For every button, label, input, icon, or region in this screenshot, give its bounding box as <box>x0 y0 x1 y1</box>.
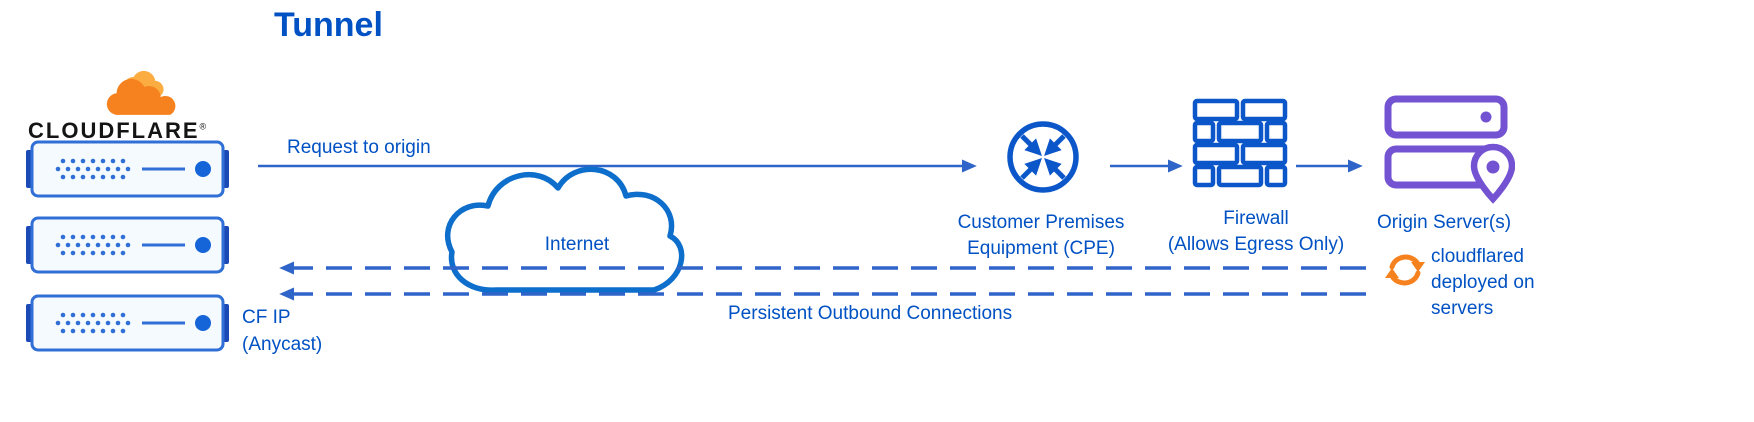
internet-label: Internet <box>544 234 610 255</box>
registered-trademark: ® <box>199 121 209 132</box>
page-title: Tunnel <box>274 6 383 44</box>
firewall-icon <box>1192 98 1288 188</box>
cpe-label: Customer Premises Equipment (CPE) <box>930 210 1152 262</box>
firewall-label-line: (Allows Egress Only) <box>1167 234 1345 255</box>
cloudflare-cloud-icon <box>106 70 176 115</box>
cloudflare-logo: CLOUDFLARE® <box>28 70 233 144</box>
firewall-label-line: Firewall <box>1223 208 1289 229</box>
cloudflared-label-line: deployed on <box>1431 272 1535 293</box>
cloudflared-label-line: cloudflared <box>1431 246 1524 267</box>
cpe-router-icon <box>1007 121 1079 193</box>
origin-servers-icon <box>1384 95 1515 204</box>
cloudflared-sync-icon <box>1385 254 1425 286</box>
cloudflare-wordmark-text: CLOUDFLARE <box>28 118 200 143</box>
internet-cloud: Internet <box>432 140 722 308</box>
origin-servers-label: Origin Server(s) <box>1377 212 1512 233</box>
request-to-origin-label: Request to origin <box>287 137 431 158</box>
cloudflare-wordmark: CLOUDFLARE® <box>28 118 233 144</box>
cpe-label-line: Equipment (CPE) <box>967 238 1115 259</box>
firewall-label: Firewall (Allows Egress Only) <box>1145 206 1367 258</box>
persistent-connections-label: Persistent Outbound Connections <box>728 303 1013 324</box>
cf-ip-anycast-label: CF IP (Anycast) <box>242 304 322 358</box>
cloudflare-server-icon <box>25 216 230 274</box>
cloudflare-server-icon <box>25 140 230 198</box>
cf-ip-line: (Anycast) <box>242 334 323 355</box>
cf-ip-line: CF IP <box>242 307 291 328</box>
cloudflare-server-icon <box>25 294 230 352</box>
internet-cloud-icon <box>444 166 685 293</box>
cloudflared-label: cloudflared deployed on servers <box>1431 244 1535 322</box>
cpe-label-line: Customer Premises <box>957 212 1125 233</box>
cloudflared-label-line: servers <box>1431 298 1494 319</box>
